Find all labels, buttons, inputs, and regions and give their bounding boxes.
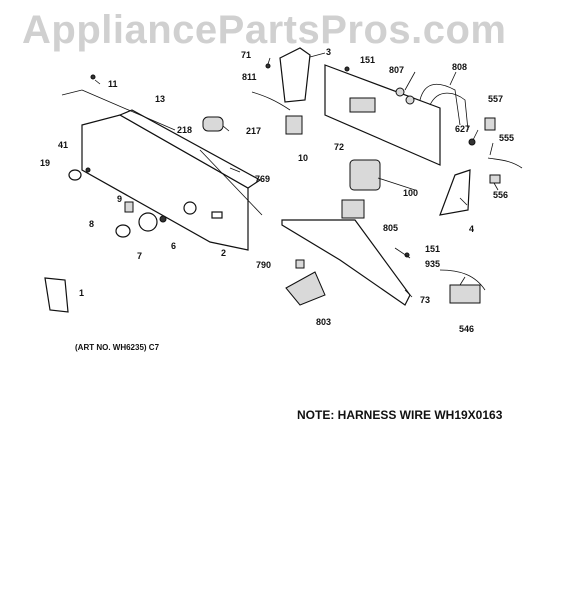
label-556: 556 <box>493 190 508 200</box>
screw-11 <box>90 74 96 80</box>
label-72: 72 <box>334 142 344 152</box>
harness-546 <box>449 284 481 304</box>
label-790: 790 <box>256 260 271 270</box>
label-935: 935 <box>425 259 440 269</box>
label-218: 218 <box>177 125 192 135</box>
label-6: 6 <box>171 241 176 251</box>
label-1: 1 <box>79 288 84 298</box>
label-808: 808 <box>452 62 467 72</box>
label-41: 41 <box>58 140 68 150</box>
label-805: 805 <box>383 223 398 233</box>
knob-8 <box>115 224 131 238</box>
label-3: 3 <box>326 47 331 57</box>
dial-7 <box>138 212 158 232</box>
part-627 <box>468 138 476 146</box>
label-807: 807 <box>389 65 404 75</box>
label-71: 71 <box>241 50 251 60</box>
part-803 <box>285 271 326 306</box>
art-number-caption: (ART NO. WH6235) C7 <box>75 343 160 352</box>
label-769: 769 <box>255 174 270 184</box>
label-2: 2 <box>221 248 226 258</box>
label-151-top: 151 <box>360 55 375 65</box>
label-19: 19 <box>40 158 50 168</box>
clip-6 <box>159 215 167 223</box>
label-8: 8 <box>89 219 94 229</box>
leg-4 <box>439 169 471 216</box>
label-811: 811 <box>242 72 257 82</box>
valve-805 <box>341 199 365 219</box>
label-7: 7 <box>137 251 142 261</box>
harness-note: NOTE: HARNESS WIRE WH19X0163 <box>297 408 503 422</box>
label-13: 13 <box>155 94 165 104</box>
watermark: AppliancePartsPros.com <box>22 8 507 52</box>
label-627: 627 <box>455 124 470 134</box>
label-555: 555 <box>499 133 514 143</box>
label-557: 557 <box>488 94 503 104</box>
label-10: 10 <box>298 153 308 163</box>
switch-10 <box>285 115 303 135</box>
label-11: 11 <box>108 79 118 89</box>
label-73: 73 <box>420 295 430 305</box>
label-803: 803 <box>316 317 331 327</box>
label-9: 9 <box>117 194 122 204</box>
label-4: 4 <box>469 224 474 234</box>
knob-19 <box>68 169 82 181</box>
capacitor <box>202 116 224 132</box>
label-546: 546 <box>459 324 474 334</box>
cover-73 <box>281 219 411 306</box>
timer-100 <box>349 159 381 191</box>
spring-9 <box>124 201 134 213</box>
label-217: 217 <box>246 126 261 136</box>
part-557 <box>484 117 496 131</box>
screw-41 <box>85 167 91 173</box>
bracket-3 <box>279 47 311 103</box>
part-556 <box>489 174 501 184</box>
hose-808 <box>419 83 461 126</box>
manual-1 <box>44 277 69 313</box>
control-panel <box>61 89 263 251</box>
label-100: 100 <box>403 188 418 198</box>
label-151-bottom: 151 <box>425 244 440 254</box>
